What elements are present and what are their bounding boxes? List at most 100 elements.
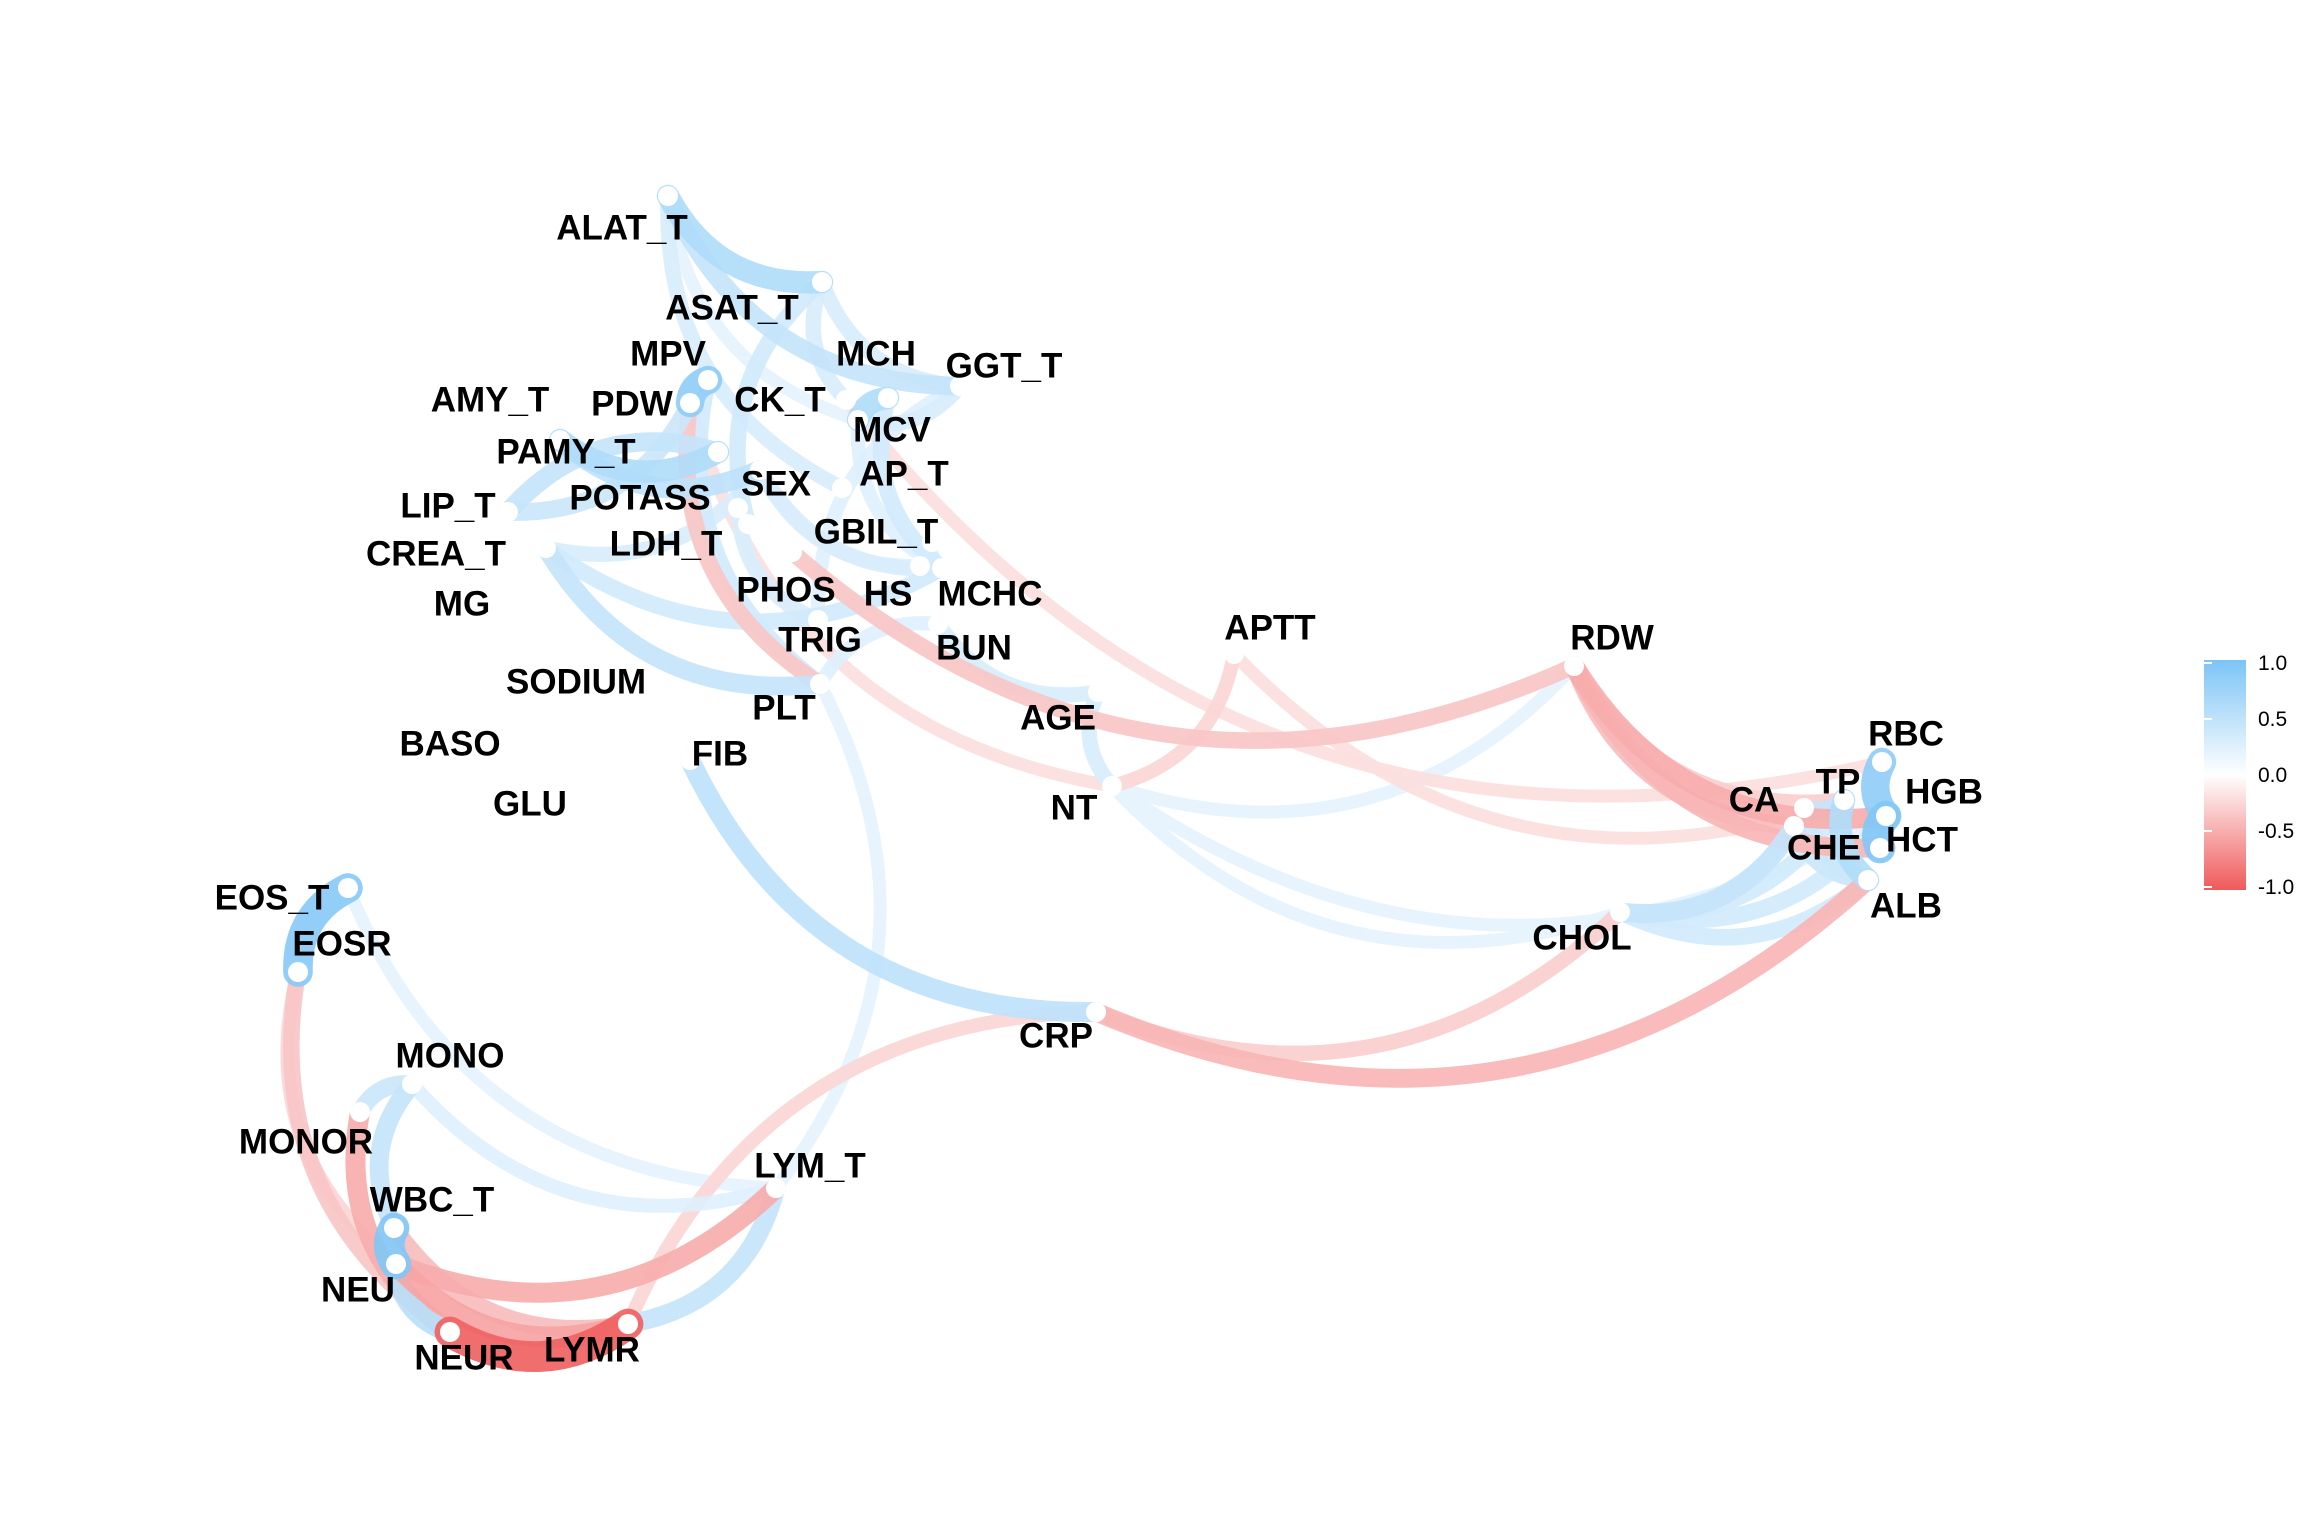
node-label-glu: GLU bbox=[493, 784, 567, 823]
edge-nt-rdw bbox=[1105, 659, 1581, 819]
node-aptt bbox=[1224, 644, 1244, 664]
node-label-ca: CA bbox=[1729, 780, 1780, 819]
node-wbc_t bbox=[384, 1218, 404, 1238]
node-alat_t bbox=[658, 186, 678, 206]
node-label-pamy_t: PAMY_T bbox=[496, 432, 635, 471]
node-eosr bbox=[288, 962, 308, 982]
node-label-asat_t: ASAT_T bbox=[665, 288, 799, 327]
node-label-hgb: HGB bbox=[1905, 772, 1983, 811]
node-glu bbox=[520, 796, 540, 816]
node-trig bbox=[808, 610, 828, 630]
node-label-neur: NEUR bbox=[414, 1338, 513, 1377]
node-label-mpv: MPV bbox=[630, 334, 707, 373]
edge-chol-che bbox=[1610, 816, 1804, 923]
node-tp bbox=[1834, 790, 1854, 810]
node-label-wbc_t: WBC_T bbox=[370, 1180, 494, 1219]
node-label-mchc: MCHC bbox=[938, 574, 1043, 613]
node-crp bbox=[1086, 1002, 1106, 1022]
node-label-lym_t: LYM_T bbox=[754, 1146, 866, 1185]
node-mpv bbox=[698, 370, 718, 390]
node-ldh_t bbox=[738, 514, 758, 534]
node-label-amy_t: AMY_T bbox=[431, 380, 550, 419]
node-label-monor: MONOR bbox=[239, 1122, 373, 1161]
node-lip_t bbox=[498, 502, 518, 522]
edge-neur-lymr bbox=[434, 1308, 644, 1373]
node-label-eos_t: EOS_T bbox=[215, 878, 330, 917]
legend-tick-label: 0.5 bbox=[2258, 708, 2287, 731]
node-label-mcv: MCV bbox=[853, 410, 931, 449]
node-label-chol: CHOL bbox=[1532, 918, 1631, 957]
node-label-trig: TRIG bbox=[778, 620, 862, 659]
node-pdw bbox=[680, 393, 700, 413]
node-label-crea_t: CREA_T bbox=[366, 534, 506, 573]
node-gbil_t bbox=[922, 532, 942, 552]
node-sodium bbox=[568, 676, 588, 696]
node-label-lymr: LYMR bbox=[544, 1330, 640, 1369]
edge-crea_t-plt bbox=[536, 538, 830, 696]
edge-pamy_t-lip_t bbox=[498, 432, 728, 522]
node-ap_t bbox=[832, 478, 852, 498]
edge-phos-rdw bbox=[783, 543, 1583, 749]
color-legend: 1.0 0.5 0.0 -0.5 -1.0 bbox=[2204, 652, 2294, 899]
edge-mch-mchc bbox=[872, 389, 951, 577]
node-label-ldh_t: LDH_T bbox=[610, 524, 723, 563]
node-baso bbox=[440, 736, 460, 756]
node-label-ck_t: CK_T bbox=[734, 380, 825, 419]
node-neur bbox=[440, 1322, 460, 1342]
node-label-potass: POTASS bbox=[569, 478, 710, 517]
edge-bun-plt bbox=[813, 616, 945, 691]
node-phos bbox=[782, 542, 802, 562]
node-label-sex: SEX bbox=[741, 464, 812, 503]
legend-tick-label: 0.0 bbox=[2258, 764, 2287, 787]
node-label-crp: CRP bbox=[1019, 1016, 1093, 1055]
node-rbc bbox=[1872, 752, 1892, 772]
node-label-gbil_t: GBIL_T bbox=[814, 512, 938, 551]
node-label-bun: BUN bbox=[936, 628, 1012, 667]
node-label-baso: BASO bbox=[399, 724, 500, 763]
edge-nt-chol bbox=[1105, 779, 1627, 949]
node-label-fib: FIB bbox=[692, 734, 748, 773]
node-ggt_t bbox=[950, 376, 970, 396]
edge-crp-alb bbox=[1086, 870, 1878, 1088]
node-lymr bbox=[618, 1314, 638, 1334]
node-lym_t bbox=[766, 1178, 786, 1198]
node-label-aptt: APTT bbox=[1224, 608, 1315, 647]
node-amy_t bbox=[550, 430, 570, 450]
node-label-sodium: SODIUM bbox=[506, 662, 646, 701]
node-rdw bbox=[1564, 656, 1584, 676]
edge-lymr-lym_t bbox=[618, 1178, 786, 1334]
edge-mono-wbc_t bbox=[369, 1074, 422, 1238]
node-label-hs: HS bbox=[864, 574, 913, 613]
node-mchc bbox=[932, 558, 952, 578]
node-potass bbox=[728, 498, 748, 518]
node-alb bbox=[1858, 870, 1878, 890]
edge-amy_t-pamy_t bbox=[548, 428, 730, 483]
edge-crp-lymr bbox=[621, 1005, 1103, 1331]
node-mono bbox=[402, 1074, 422, 1094]
edge-mcv-ggt_t bbox=[850, 378, 968, 432]
node-hct bbox=[1870, 838, 1890, 858]
edges-layer bbox=[280, 184, 1902, 1373]
node-label-neu: NEU bbox=[321, 1270, 395, 1309]
node-asat_t bbox=[812, 272, 832, 292]
edge-eos_t-eosr bbox=[283, 873, 363, 987]
node-che bbox=[1784, 816, 1804, 836]
edge-lym_t-plt bbox=[769, 677, 887, 1195]
node-label-pdw: PDW bbox=[591, 384, 673, 423]
node-label-eosr: EOSR bbox=[292, 924, 391, 963]
edge-alat_t-asat_t bbox=[656, 184, 834, 294]
node-label-phos: PHOS bbox=[736, 570, 835, 609]
node-label-ap_t: AP_T bbox=[859, 454, 948, 493]
node-label-ggt_t: GGT_T bbox=[946, 346, 1063, 385]
node-label-plt: PLT bbox=[752, 688, 816, 727]
node-label-alat_t: ALAT_T bbox=[556, 208, 688, 247]
node-label-che: CHE bbox=[1787, 828, 1861, 867]
node-mg bbox=[452, 596, 472, 616]
edge-fib-crp bbox=[680, 750, 1106, 1023]
node-age bbox=[1088, 682, 1108, 702]
node-label-mch: MCH bbox=[836, 334, 916, 373]
node-ca bbox=[1794, 798, 1814, 818]
node-mch bbox=[878, 388, 898, 408]
node-label-age: AGE bbox=[1020, 698, 1096, 737]
